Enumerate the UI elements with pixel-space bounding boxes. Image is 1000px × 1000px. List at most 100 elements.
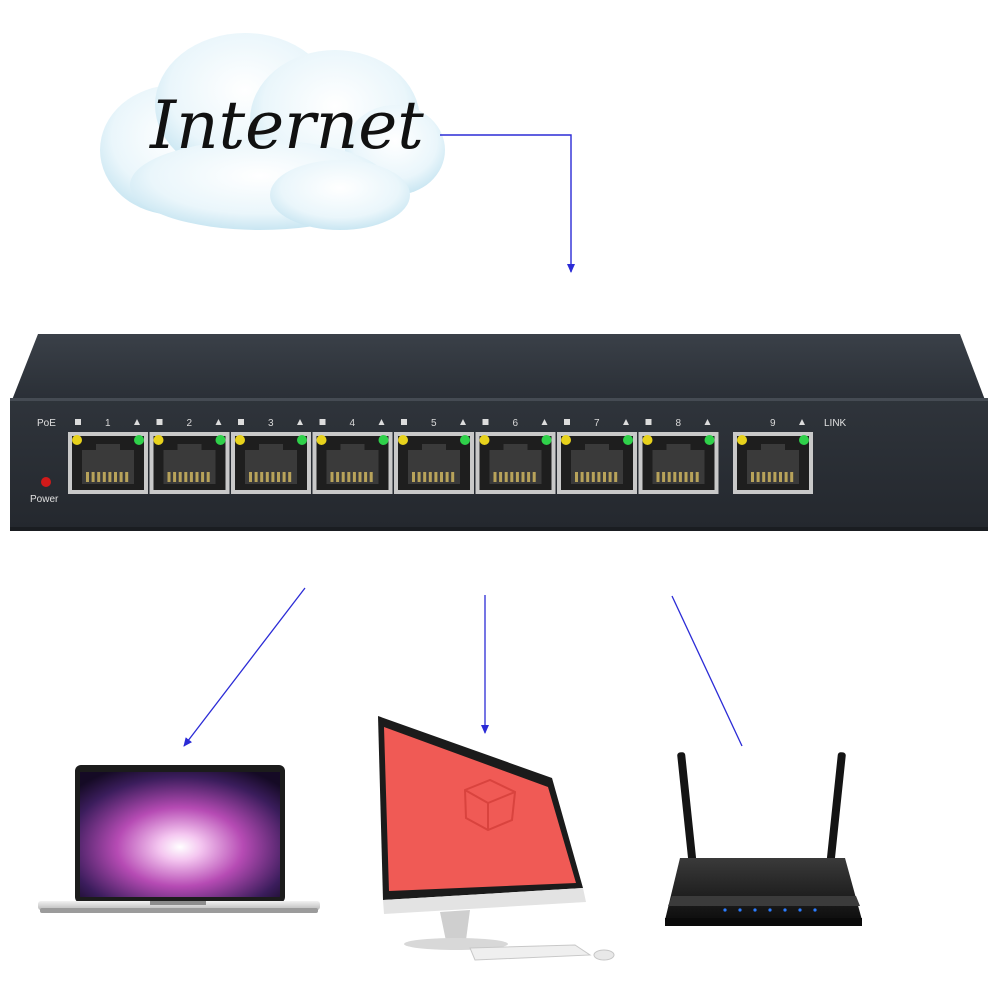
port-led-green (215, 435, 226, 445)
port-number-label: 6 (513, 418, 519, 429)
port-pin (751, 472, 754, 482)
port-pin (412, 472, 415, 482)
port-8[interactable]: 8 (638, 418, 719, 494)
port-pin (206, 472, 210, 482)
port-led-green (460, 435, 470, 445)
link-marker-triangle (297, 419, 303, 425)
port-pin (656, 472, 660, 482)
port-pin (608, 472, 612, 482)
port-pin (369, 472, 373, 482)
port-pin (667, 472, 671, 482)
port-pin (86, 472, 89, 482)
port-pin (673, 472, 677, 482)
port-pin (586, 472, 590, 482)
port-9[interactable]: 9 (733, 418, 813, 494)
port-led-yellow (72, 435, 82, 445)
port-number-label: 9 (770, 418, 776, 429)
poe-marker-square (645, 419, 652, 425)
port-pin (341, 472, 345, 482)
poe-marker-square (401, 419, 407, 425)
port-pin (784, 472, 788, 482)
port-pin (184, 472, 188, 482)
internet-label: Internet (149, 87, 424, 164)
internet-cloud: Internet (100, 33, 445, 230)
line-switch-to-router (671, 595, 743, 747)
port-pin (189, 472, 193, 482)
port-pin (428, 472, 432, 482)
port-pin (756, 472, 760, 482)
port-pin (493, 472, 497, 482)
port-3[interactable]: 3 (231, 418, 311, 494)
link-marker-triangle (541, 419, 548, 425)
port-number-label: 3 (268, 418, 274, 429)
port-5[interactable]: 5 (394, 418, 474, 494)
port-pin (108, 472, 112, 482)
port-pin (195, 472, 199, 482)
port-number-label: 5 (431, 418, 437, 429)
port-led-yellow (235, 435, 245, 445)
port-4[interactable]: 4 (312, 418, 393, 494)
port-group: 1 2 3 4 5 6 7 8 9 (68, 418, 813, 494)
link-marker-triangle (215, 419, 222, 425)
port-led-green (799, 435, 809, 445)
port-pin (417, 472, 421, 482)
port-number-label: 1 (105, 418, 111, 429)
port-pin (527, 472, 531, 482)
port-pin (678, 472, 682, 482)
poe-marker-square (482, 419, 489, 425)
port-1[interactable]: 1 (68, 418, 148, 494)
port-pin (282, 472, 286, 482)
link-marker-triangle (460, 419, 466, 425)
port-pin (265, 472, 269, 482)
port-pin (102, 472, 106, 482)
port-pin (603, 472, 606, 482)
port-pin (499, 472, 503, 482)
link-marker-triangle (623, 419, 629, 425)
port-pin (434, 472, 438, 482)
port-pin (695, 472, 699, 482)
port-pin (773, 472, 777, 482)
port-led-green (623, 435, 633, 445)
poe-marker-square (156, 419, 163, 425)
desktop-monitor-device (378, 716, 615, 961)
port-pin (254, 472, 258, 482)
port-led-yellow (479, 435, 490, 445)
port-pin (532, 472, 536, 482)
poe-marker-square (564, 419, 570, 425)
wireless-router-device (665, 752, 862, 926)
port-pin (440, 472, 443, 482)
port-pin (201, 472, 205, 482)
port-pin (451, 472, 455, 482)
power-label: Power (30, 494, 59, 505)
port-pin (423, 472, 427, 482)
port-pin (271, 472, 275, 482)
port-6[interactable]: 6 (475, 418, 556, 494)
port-pin (591, 472, 595, 482)
port-pin (336, 472, 340, 482)
port-pin (119, 472, 123, 482)
port-number-label: 8 (676, 418, 682, 429)
port-led-yellow (316, 435, 327, 445)
port-led-yellow (153, 435, 164, 445)
port-pin (277, 472, 280, 482)
port-pin (347, 472, 351, 482)
port-key (585, 444, 609, 452)
port-pin (575, 472, 578, 482)
port-key (259, 444, 283, 452)
port-2[interactable]: 2 (149, 418, 230, 494)
port-pin (614, 472, 618, 482)
poe-marker-square (238, 419, 244, 425)
port-key (96, 444, 120, 452)
port-led-green (134, 435, 144, 445)
port-pin (91, 472, 95, 482)
port-pin (521, 472, 525, 482)
port-pin (504, 472, 508, 482)
port-number-label: 4 (350, 418, 356, 429)
port-pin (260, 472, 264, 482)
port-7[interactable]: 7 (557, 418, 637, 494)
port-pin (114, 472, 117, 482)
port-led-green (378, 435, 389, 445)
